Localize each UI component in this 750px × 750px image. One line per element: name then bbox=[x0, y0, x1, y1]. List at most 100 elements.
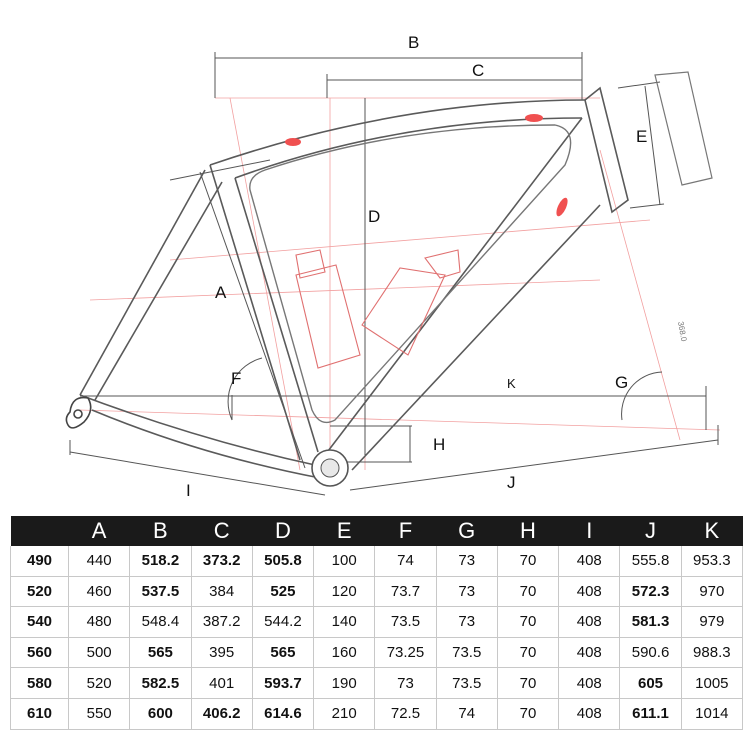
table-header: J bbox=[619, 516, 682, 546]
table-cell: 100 bbox=[313, 546, 376, 577]
table-cell: 605 bbox=[619, 667, 682, 699]
label-i: I bbox=[186, 481, 191, 500]
label-k: K bbox=[507, 376, 516, 391]
table-cell: 540 bbox=[10, 606, 69, 638]
table-cell: 73.7 bbox=[374, 576, 437, 608]
bicycle-frame bbox=[79, 71, 713, 479]
table-cell: 572.3 bbox=[619, 576, 682, 608]
table-cell: 70 bbox=[497, 698, 560, 730]
table-cell: 384 bbox=[191, 576, 253, 608]
table-header: C bbox=[191, 516, 253, 546]
table-cell: 600 bbox=[129, 698, 192, 730]
table-cell: 73.25 bbox=[374, 637, 437, 669]
table-cell: 988.3 bbox=[681, 637, 744, 669]
table-cell: 500 bbox=[68, 637, 131, 669]
table-cell: 581.3 bbox=[619, 606, 682, 638]
table-header-row: A B C D E F G H I J K bbox=[10, 516, 743, 546]
table-cell: 120 bbox=[313, 576, 376, 608]
table-cell: 160 bbox=[313, 637, 376, 669]
table-cell: 560 bbox=[10, 637, 69, 669]
table-row: 610 550 600 406.2 614.6 210 72.5 74 70 4… bbox=[10, 698, 744, 730]
table-cell: 460 bbox=[68, 576, 131, 608]
label-d: D bbox=[368, 207, 380, 226]
table-cell: 406.2 bbox=[191, 698, 253, 730]
label-368: 368.0 bbox=[676, 321, 688, 343]
table-cell: 490 bbox=[10, 546, 69, 577]
table-cell: 611.1 bbox=[619, 698, 682, 730]
table-cell: 73 bbox=[436, 546, 498, 577]
table-header: F bbox=[374, 516, 437, 546]
construction-lines bbox=[79, 97, 721, 471]
table-cell: 73 bbox=[436, 606, 498, 638]
table-cell: 210 bbox=[313, 698, 376, 730]
table-header bbox=[10, 516, 69, 546]
table-cell: 387.2 bbox=[191, 606, 253, 638]
dimension-lines bbox=[69, 52, 719, 496]
table-cell: 565 bbox=[129, 637, 192, 669]
table-cell: 74 bbox=[436, 698, 498, 730]
table-cell: 548.4 bbox=[129, 606, 192, 638]
table-header: A bbox=[68, 516, 130, 546]
table-cell: 73.5 bbox=[436, 637, 498, 669]
table-cell: 480 bbox=[68, 606, 131, 638]
label-e: E bbox=[636, 127, 647, 146]
table-cell: 550 bbox=[68, 698, 131, 730]
table-cell: 580 bbox=[10, 667, 69, 699]
table-cell: 1005 bbox=[681, 667, 744, 699]
table-cell: 440 bbox=[68, 546, 131, 577]
table-cell: 73.5 bbox=[374, 606, 437, 638]
table-header: K bbox=[681, 516, 743, 546]
geometry-table: A B C D E F G H I J K 490 440 518.2 373.… bbox=[10, 516, 744, 730]
table-cell: 565 bbox=[252, 637, 315, 669]
table-cell: 555.8 bbox=[619, 546, 682, 577]
table-cell: 73.5 bbox=[436, 667, 498, 699]
table-cell: 73 bbox=[436, 576, 498, 608]
table-header: H bbox=[497, 516, 559, 546]
table-cell: 70 bbox=[497, 667, 560, 699]
table-header: G bbox=[436, 516, 498, 546]
table-cell: 73 bbox=[374, 667, 437, 699]
table-header: D bbox=[252, 516, 314, 546]
frame-geometry-diagram: B C D A E F G K H I J 368.0 bbox=[65, 33, 721, 500]
table-cell: 408 bbox=[558, 698, 621, 730]
table-cell: 544.2 bbox=[252, 606, 315, 638]
table-cell: 72.5 bbox=[374, 698, 437, 730]
table-header: B bbox=[129, 516, 192, 546]
table-cell: 408 bbox=[558, 576, 621, 608]
table-cell: 520 bbox=[10, 576, 69, 608]
cable-port-icons bbox=[285, 114, 568, 217]
table-cell: 1014 bbox=[681, 698, 744, 730]
bottom-bracket bbox=[311, 449, 349, 487]
table-row: 520 460 537.5 384 525 120 73.7 73 70 408… bbox=[10, 576, 744, 608]
table-cell: 610 bbox=[10, 698, 69, 730]
table-cell: 70 bbox=[497, 606, 560, 638]
table-row: 540 480 548.4 387.2 544.2 140 73.5 73 70… bbox=[10, 606, 744, 638]
table-row: 490 440 518.2 373.2 505.8 100 74 73 70 4… bbox=[10, 546, 744, 577]
table-cell: 74 bbox=[374, 546, 437, 577]
label-g: G bbox=[615, 373, 628, 392]
table-cell: 140 bbox=[313, 606, 376, 638]
table-cell: 520 bbox=[68, 667, 131, 699]
table-cell: 408 bbox=[558, 667, 621, 699]
table-cell: 408 bbox=[558, 546, 621, 577]
label-f: F bbox=[231, 369, 241, 388]
table-cell: 395 bbox=[191, 637, 253, 669]
table-cell: 518.2 bbox=[129, 546, 192, 577]
table-cell: 979 bbox=[681, 606, 744, 638]
table-cell: 505.8 bbox=[252, 546, 315, 577]
table-cell: 190 bbox=[313, 667, 376, 699]
table-header: E bbox=[313, 516, 375, 546]
table-cell: 525 bbox=[252, 576, 315, 608]
table-cell: 408 bbox=[558, 637, 621, 669]
table-cell: 537.5 bbox=[129, 576, 192, 608]
rear-dropout bbox=[65, 396, 92, 429]
table-cell: 582.5 bbox=[129, 667, 192, 699]
table-cell: 953.3 bbox=[681, 546, 744, 577]
table-cell: 373.2 bbox=[191, 546, 253, 577]
table-row: 580 520 582.5 401 593.7 190 73 73.5 70 4… bbox=[10, 667, 744, 699]
table-cell: 593.7 bbox=[252, 667, 315, 699]
label-a: A bbox=[215, 283, 227, 302]
table-cell: 70 bbox=[497, 637, 560, 669]
table-cell: 401 bbox=[191, 667, 253, 699]
table-header: I bbox=[558, 516, 620, 546]
